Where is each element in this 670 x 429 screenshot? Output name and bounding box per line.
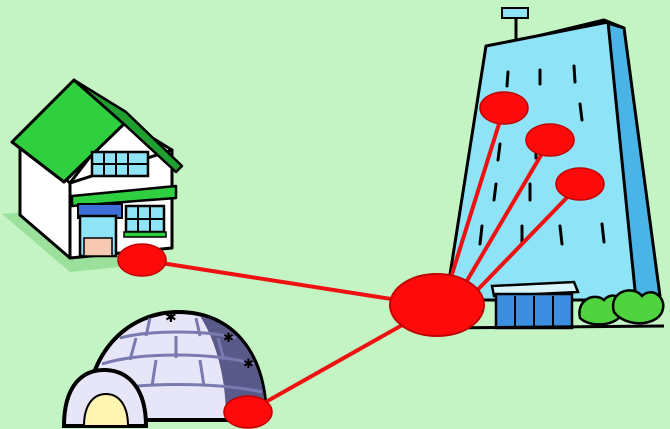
- building-port-node-3: [555, 167, 605, 201]
- network-nodes: [117, 91, 605, 429]
- igloo-connection-node: [223, 395, 273, 429]
- house-connection-node: [117, 243, 167, 277]
- link-house: [141, 258, 437, 308]
- igloo-icon: ✱ ✱ ✱: [61, 309, 269, 428]
- office-building-icon: [439, 7, 665, 330]
- building-port-node-2: [525, 123, 575, 157]
- central-hub-node: [389, 273, 485, 337]
- link-building-2: [450, 138, 552, 308]
- link-building-1: [440, 107, 506, 307]
- building-port-node-1: [479, 91, 529, 125]
- house-icon: [2, 78, 184, 272]
- svg-text:✱: ✱: [223, 331, 234, 346]
- svg-text:✱: ✱: [243, 357, 254, 372]
- link-building-3: [460, 182, 582, 308]
- svg-text:✱: ✱: [165, 310, 177, 326]
